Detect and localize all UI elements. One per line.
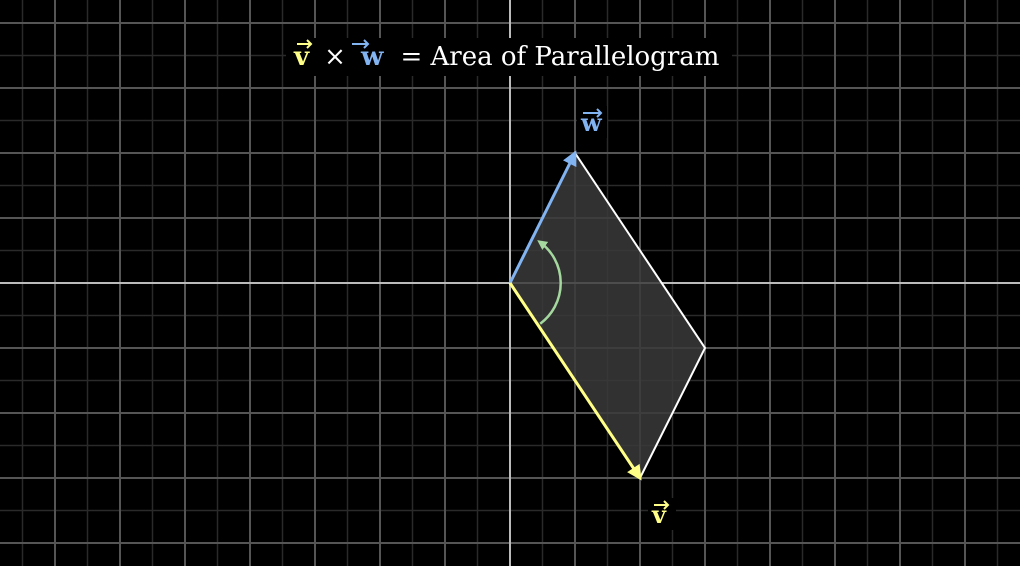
title-equals-text: = Area of Parallelogram xyxy=(400,42,719,72)
title-w-symbol: w xyxy=(360,42,384,72)
w-vector-label: w xyxy=(580,108,603,137)
title-times-symbol: × xyxy=(324,42,346,72)
vector-w-arrow xyxy=(508,150,577,284)
title-w-vector-arrow-icon xyxy=(352,39,370,49)
v-label-backdrop xyxy=(648,498,676,530)
w-label-backdrop xyxy=(577,106,607,138)
vector-v-arrow xyxy=(508,282,642,481)
title-v-vector-arrow-icon xyxy=(297,39,313,49)
title-v-symbol: v xyxy=(293,42,310,72)
w-label-arrow-icon xyxy=(583,108,603,118)
v-label-arrow-icon xyxy=(654,500,670,510)
title: v × w = Area of Parallelogram xyxy=(293,39,719,72)
svg-text:v × w = Area: v × w = Area of Parallelogram xyxy=(293,42,719,72)
v-vector-label: v xyxy=(651,500,667,529)
rotation-arrow-icon xyxy=(537,240,562,325)
